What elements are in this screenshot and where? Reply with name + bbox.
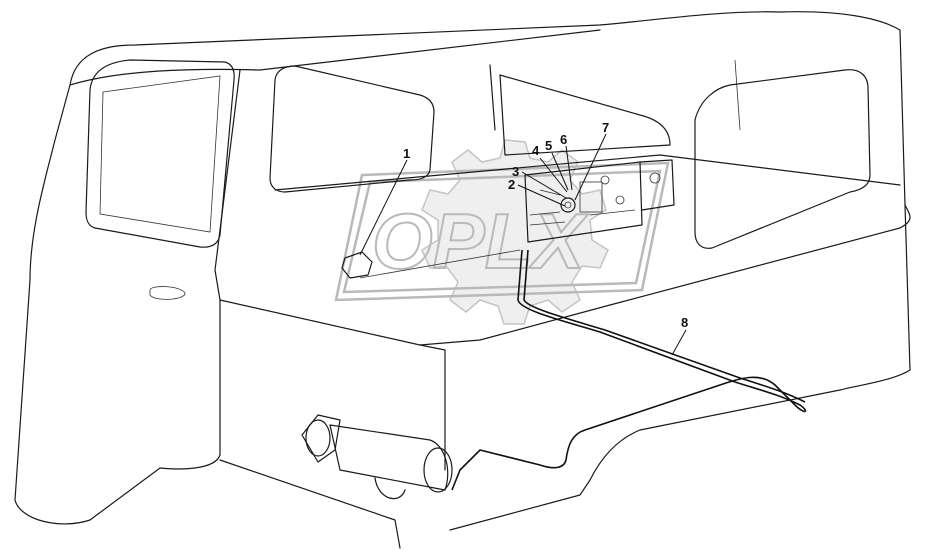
cab-rear-wall-line	[734, 59, 741, 131]
valve-fitting-c	[649, 172, 661, 184]
cab-roof-ridge	[69, 29, 601, 86]
joystick-base	[341, 251, 373, 279]
callout-5-leader	[551, 152, 569, 191]
callout-6-leader	[565, 145, 573, 191]
filter-assembly	[301, 414, 453, 500]
callout-2-leader	[517, 184, 566, 207]
cab-door-line	[214, 69, 241, 301]
cab-outline	[14, 11, 911, 525]
callout-8-leader	[671, 329, 687, 356]
cab-rear-pillar	[489, 64, 496, 131]
side-window	[269, 65, 435, 193]
valve-block	[524, 159, 675, 243]
cab-rear-lower	[449, 204, 911, 531]
callout-7-leader	[574, 133, 607, 201]
filter-end-cap	[423, 447, 453, 493]
valve-fitting-a	[600, 175, 610, 185]
valve-knob-center	[564, 201, 572, 209]
callout-3-label: 3	[512, 164, 519, 179]
hydraulic-pipe	[451, 249, 807, 491]
callouts: 1 2 3 4 5 6 7 8	[359, 120, 688, 356]
callout-1-label: 1	[403, 146, 410, 161]
filter-body	[329, 424, 449, 491]
filter-outlet	[374, 477, 406, 500]
valve-knob	[560, 197, 576, 213]
filter-flange	[305, 419, 331, 457]
callout-5-label: 5	[545, 138, 552, 153]
watermark-text: OPLX	[372, 197, 588, 285]
cab-body	[14, 11, 911, 549]
front-window-inner	[99, 75, 221, 233]
callout-4-label: 4	[532, 143, 540, 158]
middle-window	[499, 74, 671, 156]
windows	[85, 59, 871, 249]
rear-window	[694, 69, 871, 249]
callout-6-label: 6	[560, 132, 567, 147]
valve-body	[579, 181, 603, 213]
cab-interior-wall	[274, 154, 901, 191]
filter-bracket	[301, 414, 341, 463]
callout-1-leader	[359, 159, 408, 256]
callout-4-leader	[539, 157, 568, 193]
callout-7-label: 7	[602, 120, 609, 135]
valve-fitting-b	[615, 195, 625, 205]
callout-2-label: 2	[508, 177, 515, 192]
watermark: OPLX	[334, 139, 670, 325]
cab-bottom-front	[219, 459, 401, 549]
front-window	[85, 59, 235, 248]
door-handle	[149, 286, 186, 300]
callout-3-leader	[521, 171, 567, 199]
valve-panel	[524, 161, 643, 243]
joystick-cable	[359, 249, 521, 279]
cab-floor-edge	[419, 344, 446, 471]
pipe-return	[523, 249, 806, 403]
watermark-gear	[421, 139, 609, 325]
valve-lines	[529, 189, 636, 226]
valve-bracket	[639, 159, 675, 211]
pipe-main	[451, 249, 807, 491]
callout-8-label: 8	[681, 315, 688, 330]
